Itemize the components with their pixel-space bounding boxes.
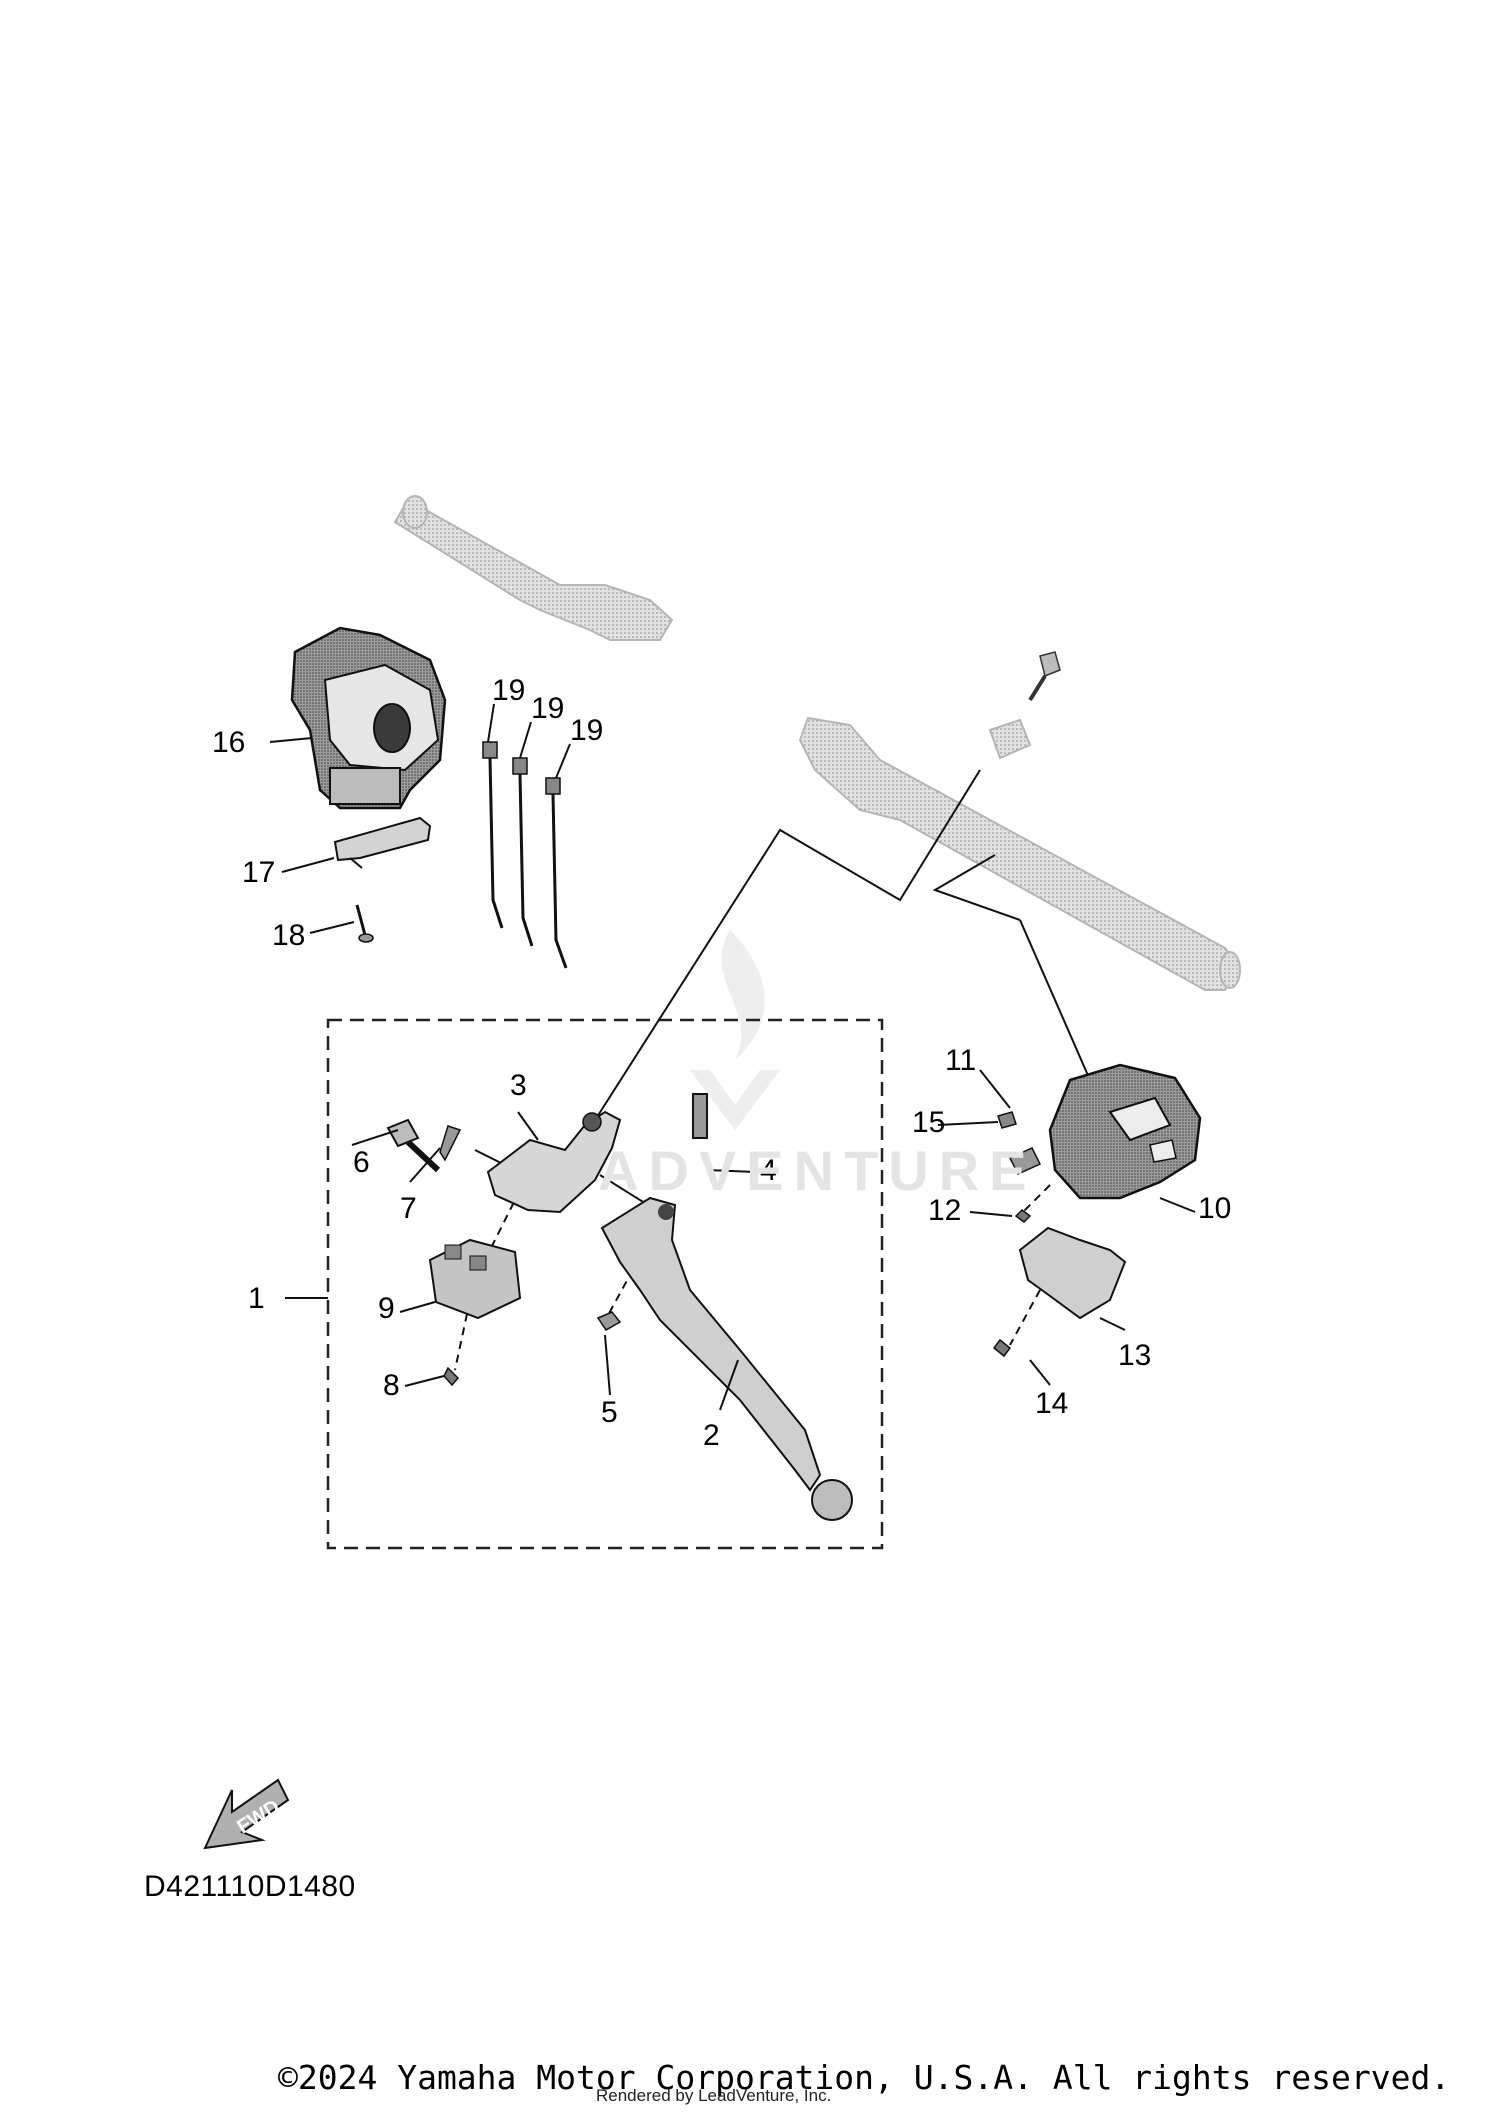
callout-7: 7 <box>400 1192 417 1225</box>
lever-switch <box>428 1238 522 1320</box>
callout-19c: 19 <box>570 714 603 747</box>
callout-2: 2 <box>703 1419 720 1452</box>
adjuster-screw <box>386 1118 441 1173</box>
switch-bracket <box>333 816 432 869</box>
lower-cover <box>1018 1226 1127 1320</box>
callout-17: 17 <box>242 856 275 889</box>
copyright-footer: ©2024 Yamaha Motor Corporation, U.S.A. A… <box>278 2058 1451 2097</box>
screw-14 <box>992 1338 1012 1358</box>
switch-housing-right <box>1048 1063 1202 1200</box>
clutch-lever <box>600 1196 853 1521</box>
assembly-leader-lines <box>454 769 1091 1371</box>
callout-14: 14 <box>1035 1387 1068 1420</box>
screw-12 <box>1014 1209 1032 1223</box>
callout-4: 4 <box>760 1154 777 1187</box>
fwd-arrow-icon: FWD <box>203 1778 290 1850</box>
switch-housing-left <box>290 626 447 810</box>
callout-13: 13 <box>1118 1339 1151 1372</box>
watermark-logo <box>690 930 780 1130</box>
washer-7 <box>439 1125 462 1162</box>
callout-5: 5 <box>601 1396 618 1429</box>
nut-5 <box>596 1311 622 1331</box>
callout-leaders <box>269 703 1196 1411</box>
callout-10: 10 <box>1198 1192 1231 1225</box>
watermark-text: ADVENTURE <box>598 1139 1037 1202</box>
lever-holder <box>486 1110 622 1214</box>
callout-11: 11 <box>945 1044 976 1077</box>
small-parts-11-15 <box>997 1111 1042 1175</box>
callout-3: 3 <box>510 1069 527 1102</box>
diagram-reference-code: D421110D1480 <box>144 1870 356 1903</box>
callout-15: 15 <box>912 1106 945 1139</box>
bar-end-bolt <box>988 651 1061 760</box>
left-handlebar <box>393 495 674 641</box>
callout-8: 8 <box>383 1369 400 1402</box>
rendered-by-note: Rendered by LeadVenture, Inc. <box>596 2086 832 2105</box>
right-handlebar <box>798 716 1242 991</box>
callout-19b: 19 <box>531 692 564 725</box>
screw-18 <box>355 904 374 943</box>
callout-18: 18 <box>272 919 305 952</box>
callout-1: 1 <box>248 1282 265 1315</box>
callout-16: 16 <box>212 726 245 759</box>
screw-8 <box>443 1366 460 1387</box>
pivot-bolt <box>692 1093 708 1139</box>
cable-ties <box>482 741 568 969</box>
callout-9: 9 <box>378 1292 395 1325</box>
assembly-boundary <box>326 1018 884 1550</box>
callout-6: 6 <box>353 1146 370 1179</box>
callout-12: 12 <box>928 1194 961 1227</box>
callout-19a: 19 <box>492 674 525 707</box>
